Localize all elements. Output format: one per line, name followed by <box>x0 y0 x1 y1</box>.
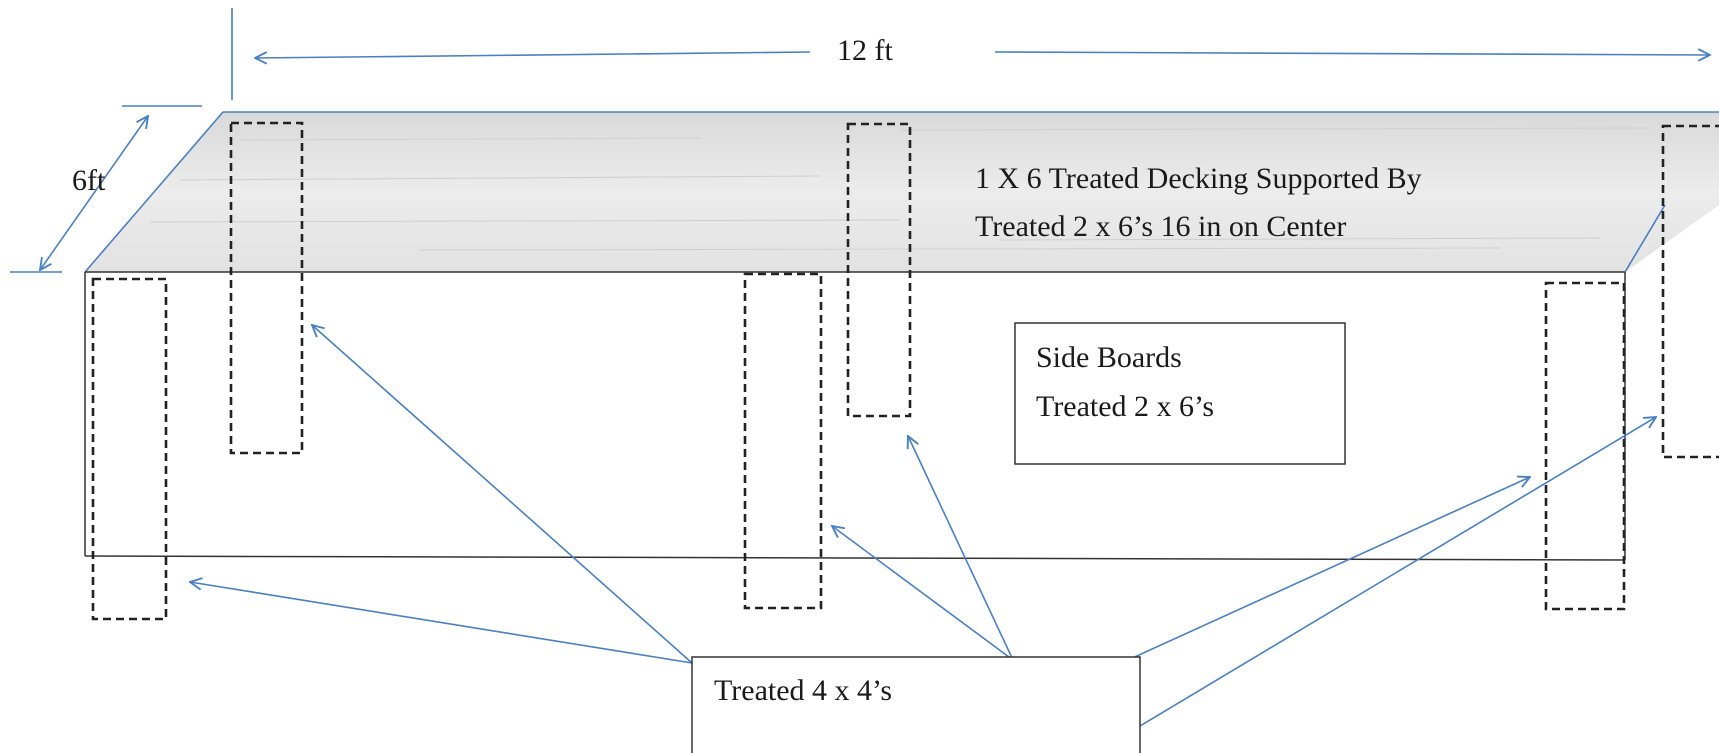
post-front-right <box>1544 281 1626 611</box>
post-back-left <box>229 121 304 455</box>
width-arrow <box>40 116 148 270</box>
leader-to-post-front-right <box>1127 477 1530 661</box>
deck-grain <box>149 127 1651 251</box>
length-dimension-label: 12 ft <box>837 34 893 67</box>
posts-label: Treated 4 x 4’s <box>714 674 892 707</box>
leader-to-post-front-left <box>190 582 693 664</box>
deck-surface <box>85 112 1719 272</box>
post-back-middle <box>846 122 912 418</box>
side-boards-label-line1: Side Boards <box>1036 341 1182 374</box>
width-dimension-label: 6ft <box>72 164 106 197</box>
side-boards-label-box <box>1014 322 1346 465</box>
post-front-left <box>91 277 168 621</box>
leader-to-post-back-right <box>1139 417 1656 727</box>
post-back-right <box>1661 124 1719 459</box>
decking-label-line1: 1 X 6 Treated Decking Supported By <box>975 162 1422 195</box>
leader-to-post-back-left <box>312 325 693 664</box>
decking-label-line2: Treated 2 x 6’s 16 in on Center <box>975 210 1346 243</box>
side-boards-label-line2: Treated 2 x 6’s <box>1036 390 1214 423</box>
leader-to-post-back-middle <box>908 436 1014 661</box>
posts-label-box <box>691 656 1141 753</box>
leader-to-post-front-middle <box>832 526 1014 661</box>
length-arrow-right <box>994 52 1710 55</box>
length-arrow-left <box>255 51 811 58</box>
deck-right-edge <box>1624 204 1666 273</box>
post-front-middle <box>743 272 823 610</box>
side-board-bottom <box>84 555 1626 561</box>
post-leader-lines <box>190 325 1656 727</box>
